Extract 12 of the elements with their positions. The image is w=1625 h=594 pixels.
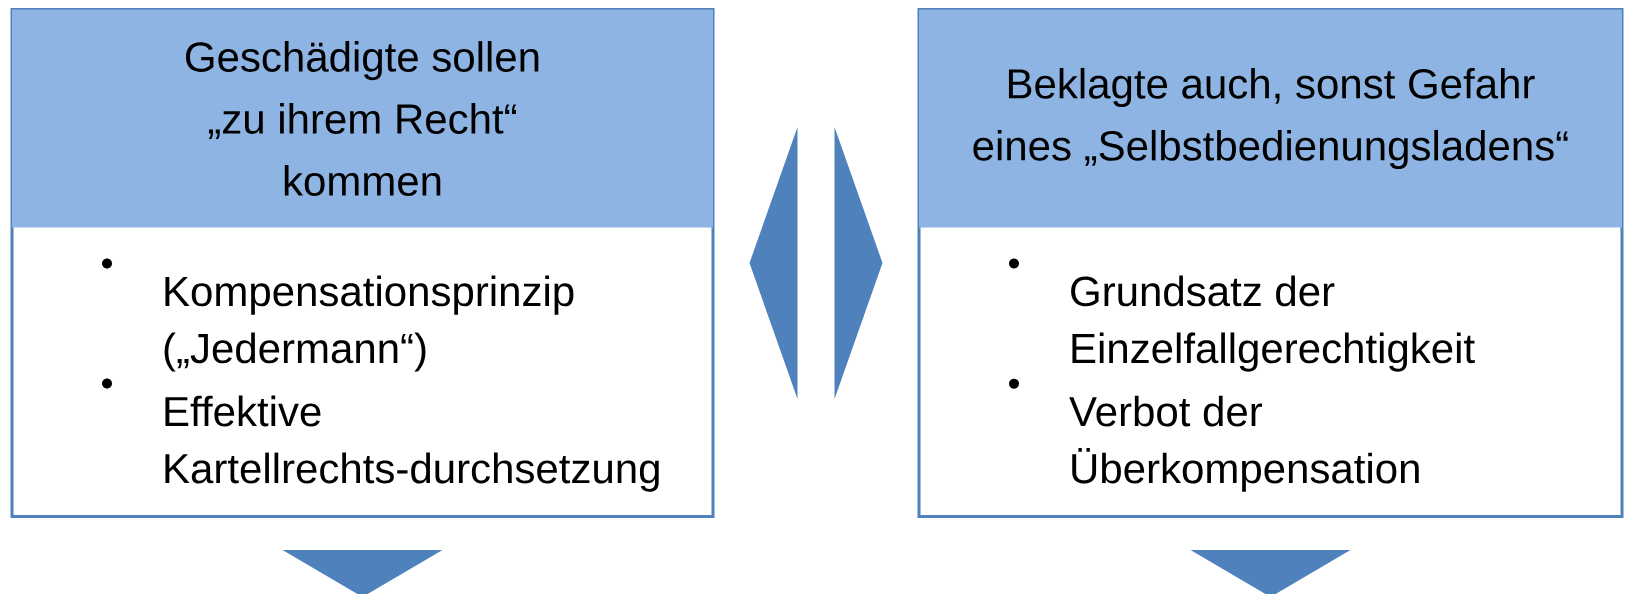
text-box: [10, 8, 715, 518]
bullet-text: Verbot der Überkompensation: [1069, 395, 1419, 492]
down-arrow: [282, 550, 443, 594]
down-arrow: [1190, 550, 1351, 594]
arrow: [834, 127, 883, 399]
header-text: Beklagte auch, sonst Gefahr eines „Selbstbedienungsladens“: [973, 67, 1568, 170]
bullet-text: Kompensationsprinzip („Jedermann“): [164, 275, 574, 372]
bullet-text: Grundsatz der Einzelfallgerechtigkeit: [1071, 275, 1475, 372]
arrow: [749, 127, 798, 399]
bullet-text: Effektive Kartellrechts-durchsetzung: [165, 395, 659, 492]
text-box: [917, 8, 1624, 518]
header-text: Geschädigte sollen „zu ihrem Recht“ kommen: [186, 41, 539, 196]
